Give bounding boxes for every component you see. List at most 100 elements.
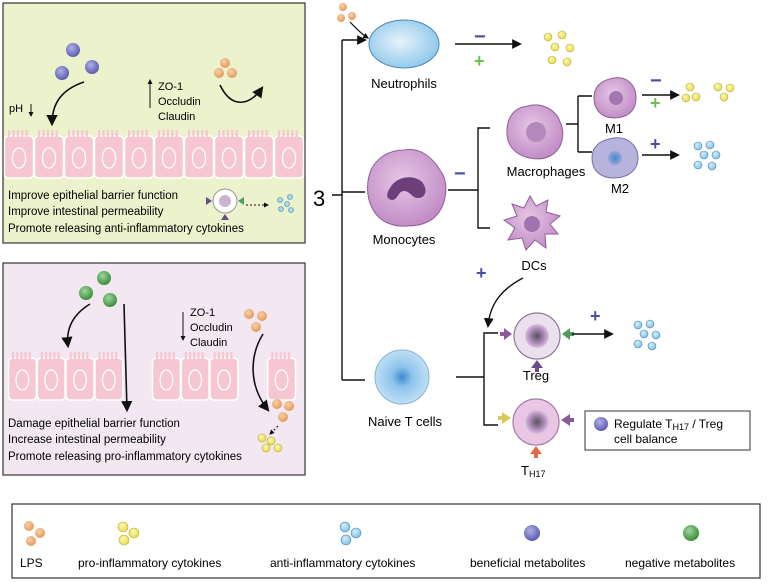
label-th17: TH17	[521, 463, 545, 479]
m1-macrophage-cell	[593, 77, 637, 119]
epithelial-cell	[33, 130, 65, 179]
naive-t-cell	[374, 349, 430, 405]
m1-plus-sign: +	[650, 93, 661, 113]
epithelium-bottom	[7, 352, 297, 401]
lps-cluster-neutrophil	[337, 3, 356, 22]
m2-plus-sign: +	[650, 134, 661, 154]
monocyte-branch-bracket	[477, 127, 490, 229]
penetration-arrow	[121, 303, 133, 413]
epithelial-cell	[243, 130, 275, 179]
junction-claudin-bottom: Claudin	[190, 337, 227, 349]
bottom-effect-1: Damage epithelial barrier function	[8, 418, 180, 430]
regulate-line-2: cell balance	[614, 432, 678, 446]
dc-to-treg-arrow	[483, 277, 524, 328]
legend-lps-icon	[24, 521, 45, 546]
th17-cell	[498, 398, 574, 458]
label-treg: Treg	[523, 368, 549, 383]
lps-blocked-arrow	[219, 84, 264, 103]
epithelial-cell	[63, 130, 95, 179]
label-monocytes: Monocytes	[373, 232, 436, 247]
epithelial-cell	[273, 130, 305, 179]
epithelium-top	[3, 130, 305, 179]
epithelial-cell	[93, 130, 125, 179]
beneficial-metabolite-cluster	[55, 43, 99, 80]
negative-metabolite-arrow	[61, 303, 91, 349]
junction-occludin-bottom: Occludin	[190, 322, 233, 334]
panel-beneficial: pH ZO-1 Occludin Claudin Imp	[2, 2, 306, 244]
macrophage-cell	[506, 104, 564, 160]
legend-beneficial-label: beneficial metabolites	[470, 556, 585, 570]
junction-claudin: Claudin	[158, 111, 195, 123]
pro-cytokine-mini-cluster	[257, 433, 283, 453]
monocyte-minus-sign: −	[454, 163, 466, 185]
epithelial-cell	[36, 352, 66, 401]
label-macrophages: Macrophages	[507, 164, 586, 179]
junction-zo1-bottom: ZO-1	[190, 307, 215, 319]
top-effect-2: Improve intestinal permeability	[8, 206, 164, 218]
epithelial-cell	[213, 130, 245, 179]
main-bracket	[332, 40, 343, 380]
epithelial-cell	[65, 352, 95, 401]
label-neutrophils: Neutrophils	[371, 76, 437, 91]
legend: LPS pro-inflammatory cytokines anti-infl…	[11, 503, 761, 579]
macrophage-branch-bracket	[566, 95, 592, 153]
dc-plus-sign: +	[476, 263, 487, 283]
epithelial-cell	[151, 352, 182, 401]
label-m2: M2	[611, 181, 629, 196]
epithelial-cell	[123, 130, 155, 179]
treg-cell	[500, 312, 574, 372]
dendritic-cell	[502, 194, 562, 251]
legend-pro-label: pro-inflammatory cytokines	[78, 556, 221, 570]
legend-anti-label: anti-inflammatory cytokines	[270, 556, 415, 570]
metabolite-arrow	[46, 81, 85, 127]
bottom-effect-2: Increase intestinal permeability	[8, 434, 166, 446]
step-number: 3	[313, 186, 325, 211]
negative-metabolite-cluster	[79, 271, 117, 307]
top-effect-1: Improve epithelial barrier function	[8, 190, 178, 202]
epithelial-cell	[266, 352, 297, 401]
epithelial-cell	[3, 130, 35, 179]
legend-frame	[11, 503, 761, 579]
regulate-line-1: Regulate TH17 / Treg	[614, 417, 723, 432]
junction-zo1: ZO-1	[158, 81, 183, 93]
legend-negative-icon	[683, 525, 699, 541]
neutrophil-minus-sign: −	[474, 26, 486, 48]
legend-anti-icon	[339, 521, 362, 546]
top-effect-3: Promote releasing anti-inflammatory cyto…	[8, 223, 244, 235]
monocyte-cell	[367, 148, 447, 227]
anti-cytokine-mini-cluster	[277, 194, 294, 213]
naive-branch-bracket	[483, 332, 498, 426]
label-naive-t-cells: Naive T cells	[368, 414, 442, 429]
lps-cluster-translocated	[272, 399, 294, 422]
m1-minus-sign: −	[650, 70, 662, 92]
epithelial-cell	[209, 352, 239, 401]
epithelial-cell	[183, 130, 215, 179]
epithelial-cell	[180, 352, 210, 401]
lps-to-neutrophil-arrow	[349, 21, 370, 39]
label-m1: M1	[605, 121, 623, 136]
neutrophil-plus-sign: +	[474, 51, 485, 71]
ph-label: pH	[9, 103, 23, 115]
bottom-effect-3: Promote releasing pro-inflammatory cytok…	[8, 451, 242, 463]
anti-cytokine-cluster-treg	[633, 319, 661, 351]
panel-negative: ZO-1 Occludin Claudin Damage epithelial …	[2, 262, 306, 476]
pro-cytokine-cluster-m1	[681, 82, 735, 103]
junction-occludin: Occludin	[158, 96, 201, 108]
neutrophil-cell	[368, 19, 440, 69]
treg-plus-sign: +	[590, 306, 601, 326]
epithelial-cell	[94, 352, 124, 401]
epithelial-cell	[7, 352, 38, 401]
m2-macrophage-cell	[591, 137, 639, 179]
regulate-th17-treg-box: Regulate TH17 / Treg cell balance	[584, 410, 751, 451]
beneficial-metabolite-icon	[594, 417, 608, 431]
pro-release-arrow	[269, 425, 279, 435]
lps-cluster-top	[214, 58, 237, 78]
legend-negative-label: negative metabolites	[625, 556, 735, 570]
anti-cytokine-cluster-m2	[693, 140, 721, 171]
label-dcs: DCs	[521, 258, 547, 273]
legend-lps-label: LPS	[20, 556, 43, 570]
bacterium-icon	[206, 188, 244, 220]
pro-cytokine-cluster-neutrophil	[543, 30, 575, 67]
legend-pro-icon	[117, 521, 140, 546]
